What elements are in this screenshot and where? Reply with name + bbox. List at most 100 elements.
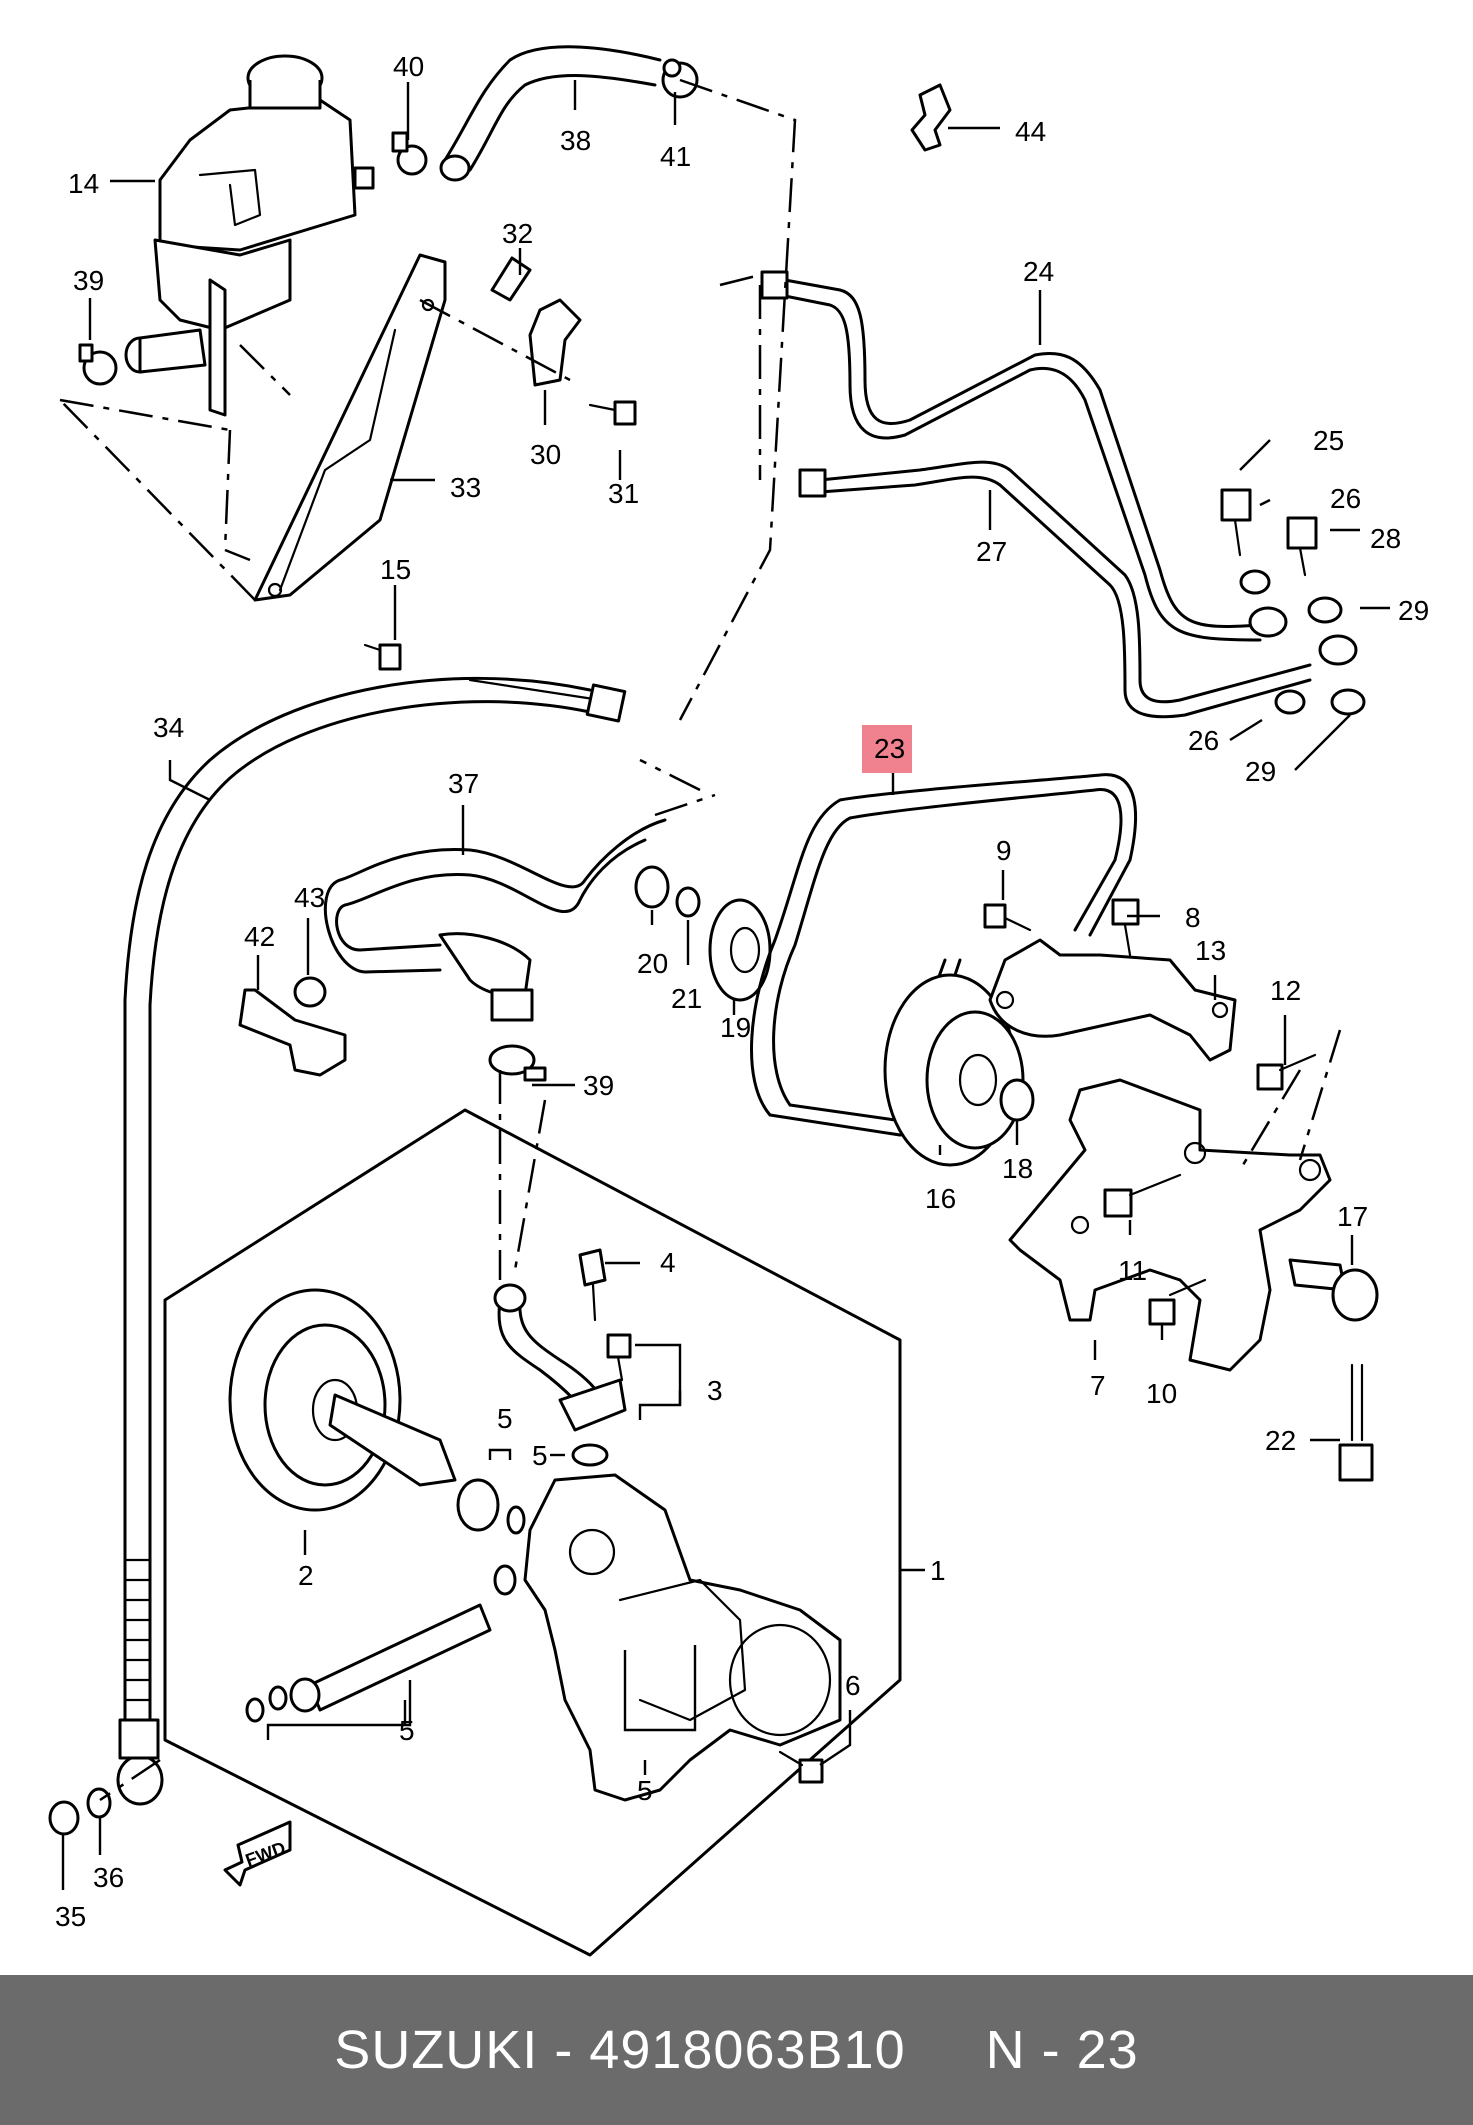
label-3: 3 (707, 1375, 723, 1406)
washer-26-top (1239, 569, 1271, 595)
bracket-7 (1008, 1078, 1332, 1372)
label-7: 7 (1090, 1370, 1106, 1401)
nut-35 (48, 1800, 80, 1836)
bolt-6 (778, 1750, 824, 1784)
clamp-40 (391, 131, 428, 176)
label-29-top: 29 (1398, 595, 1429, 626)
seal-5a (456, 1478, 526, 1535)
label-34: 34 (153, 712, 184, 743)
clamp-42 (238, 988, 347, 1077)
label-32: 32 (502, 218, 533, 249)
banjo-fitting-25 (1220, 488, 1252, 557)
reservoir-tank (124, 54, 375, 417)
sensor-4 (578, 1248, 607, 1322)
pump-assembly-outline (163, 1108, 902, 1957)
label-35: 35 (55, 1901, 86, 1932)
label-5-a: 5 (497, 1403, 513, 1434)
label-27: 27 (976, 536, 1007, 567)
sleeve-20 (634, 865, 670, 909)
pipe-24 (760, 270, 1262, 642)
nut-43 (293, 976, 327, 1008)
bracket-33 (253, 253, 447, 602)
label-20: 20 (637, 948, 668, 979)
label-41: 41 (660, 141, 691, 172)
fitting-eye-24 (1248, 606, 1288, 638)
label-5-b: 5 (532, 1440, 548, 1471)
fwd-arrow: FWD (223, 1820, 292, 1887)
highlight-23 (862, 725, 912, 773)
label-38: 38 (560, 125, 591, 156)
label-40: 40 (393, 51, 424, 82)
label-14: 14 (68, 168, 99, 199)
washer-29-top (1307, 596, 1343, 624)
labels: 40 38 41 44 14 39 32 30 31 33 15 24 25 2… (55, 51, 1429, 1932)
label-29-bottom: 29 (1245, 756, 1276, 787)
footer-bar: SUZUKI - 4918063B10 N - 23 (0, 1975, 1473, 2125)
label-19: 19 (720, 1012, 751, 1043)
pivot-bolt-17 (1288, 1258, 1379, 1322)
clamp-41 (661, 58, 699, 99)
label-17: 17 (1337, 1201, 1368, 1232)
label-43: 43 (294, 882, 325, 913)
pump-shaft (328, 1393, 457, 1487)
bolt-12 (1256, 1053, 1317, 1091)
label-26-top: 26 (1330, 483, 1361, 514)
banjo-fitting-28 (1286, 516, 1318, 577)
washer-29-bottom (1330, 688, 1366, 716)
label-33: 33 (450, 472, 481, 503)
label-23: 23 (874, 733, 905, 764)
label-22: 22 (1265, 1425, 1296, 1456)
spacer-18 (999, 1078, 1035, 1122)
bracket-30 (528, 298, 582, 387)
washer-36 (86, 1787, 112, 1819)
bolt-15 (363, 643, 402, 671)
o-rings-5 (245, 1685, 288, 1723)
bolt-31 (588, 400, 637, 426)
label-21: 21 (671, 983, 702, 1014)
label-1: 1 (930, 1555, 946, 1586)
label-28: 28 (1370, 523, 1401, 554)
label-42: 42 (244, 921, 275, 952)
hose-37 (323, 818, 667, 1022)
label-39-mid: 39 (583, 1070, 614, 1101)
bolt-10 (1148, 1278, 1207, 1326)
center-lines (59, 78, 1342, 1802)
label-5-d: 5 (637, 1775, 653, 1806)
label-36: 36 (93, 1862, 124, 1893)
hose-38 (439, 45, 662, 182)
bolt-8 (1111, 898, 1140, 957)
label-24: 24 (1023, 256, 1054, 287)
clip-44 (910, 83, 952, 152)
washer-26-bottom (1274, 689, 1306, 715)
union-3 (493, 1283, 627, 1467)
bracket-13 (988, 938, 1237, 1062)
label-15: 15 (380, 554, 411, 585)
washer-21 (675, 886, 701, 918)
bolt-9 (983, 903, 1032, 932)
pulley-16 (883, 973, 1025, 1167)
adjust-bolt-22 (1338, 1363, 1374, 1482)
part-number-caption: SUZUKI - 4918063B10 N - 23 (334, 2020, 1139, 2080)
label-18: 18 (1002, 1153, 1033, 1184)
label-16: 16 (925, 1183, 956, 1214)
label-2: 2 (298, 1560, 314, 1591)
clamp-39-mid (488, 1044, 547, 1082)
pump-body (523, 1473, 842, 1802)
label-26-bottom: 26 (1188, 725, 1219, 756)
label-11: 11 (1118, 1255, 1147, 1286)
bolt-11 (1103, 1173, 1182, 1218)
label-25: 25 (1313, 425, 1344, 456)
label-4: 4 (660, 1247, 676, 1278)
pipe-27 (798, 460, 1312, 719)
parts-diagram: FWD (48, 45, 1429, 1957)
label-30: 30 (530, 439, 561, 470)
label-10: 10 (1146, 1378, 1177, 1409)
label-9: 9 (996, 835, 1012, 866)
fitting-eye-27 (1318, 634, 1358, 666)
label-12: 12 (1270, 975, 1301, 1006)
label-13: 13 (1195, 935, 1226, 966)
hose-34 (116, 677, 627, 1806)
bolt-3 (606, 1333, 632, 1382)
label-31: 31 (608, 478, 639, 509)
label-8: 8 (1185, 902, 1201, 933)
